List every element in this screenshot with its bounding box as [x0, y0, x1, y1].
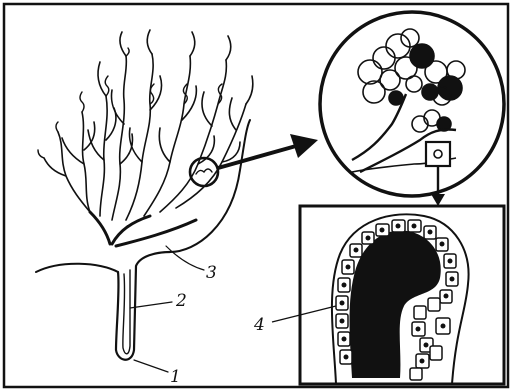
trunk [90, 212, 196, 246]
selector-square [426, 142, 450, 166]
section-view [272, 206, 504, 384]
zoom-marker-detail [196, 169, 212, 174]
branches [44, 30, 253, 220]
alveoli-cluster [358, 29, 465, 132]
duct-inner [123, 270, 130, 354]
label-1: 1 [170, 367, 181, 387]
magnified-view [320, 12, 504, 206]
magnified-circle [320, 12, 504, 196]
leader-2 [130, 302, 172, 308]
leader-1 [134, 360, 168, 372]
gland-overview [36, 30, 253, 372]
selector-arrow-head [431, 194, 445, 206]
label-3: 3 [206, 263, 217, 283]
label-4: 4 [253, 315, 265, 335]
surface-line [36, 264, 118, 272]
label-2: 2 [175, 291, 187, 311]
